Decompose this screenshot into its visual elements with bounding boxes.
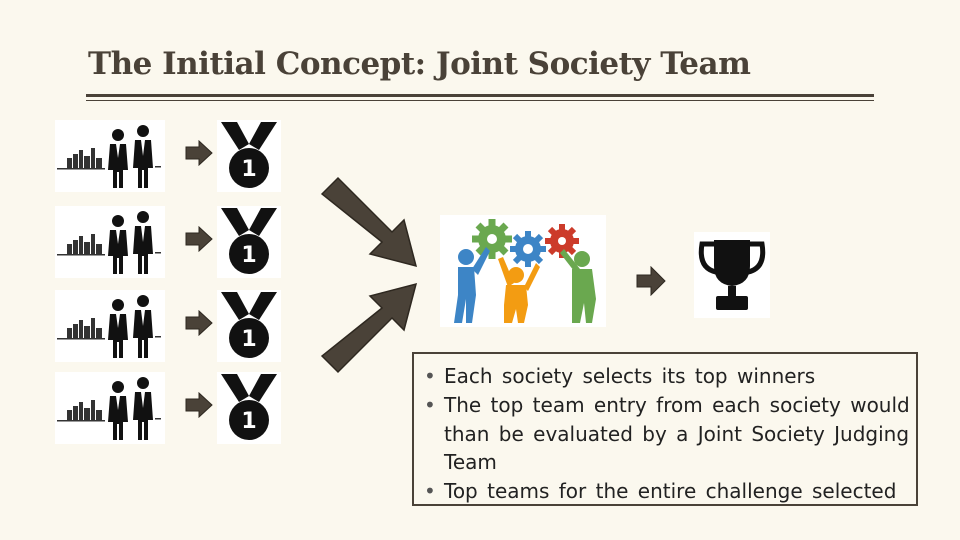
society-team-icon bbox=[55, 206, 165, 278]
arrow-right-icon bbox=[185, 392, 213, 418]
arrow-right-icon bbox=[185, 226, 213, 252]
society-row-3: 1 bbox=[55, 290, 285, 365]
big-arrow-up-right-icon bbox=[320, 282, 418, 374]
page-title: The Initial Concept: Joint Society Team bbox=[88, 46, 751, 82]
bullet-item: The top team entry from each society wou… bbox=[422, 391, 916, 477]
big-arrow-down-right-icon bbox=[320, 176, 418, 268]
arrow-right-icon bbox=[636, 266, 666, 296]
arrow-right-icon bbox=[185, 310, 213, 336]
bullet-item: Each society selects its top winners bbox=[422, 362, 916, 391]
arrow-right-icon bbox=[185, 140, 213, 166]
society-row-4: 1 bbox=[55, 372, 285, 447]
society-row-2: 1 bbox=[55, 206, 285, 281]
society-team-icon bbox=[55, 290, 165, 362]
trophy-icon bbox=[694, 232, 770, 318]
svg-text:1: 1 bbox=[241, 157, 256, 182]
bullet-item: Top teams for the entire challenge selec… bbox=[422, 477, 916, 506]
title-rule-thick bbox=[86, 94, 874, 97]
society-team-icon bbox=[55, 120, 165, 192]
society-row-1: 1 bbox=[55, 120, 285, 195]
first-place-medal-icon: 1 bbox=[217, 290, 281, 362]
description-box: Each society selects its top winners The… bbox=[412, 352, 918, 506]
svg-text:1: 1 bbox=[241, 327, 256, 352]
bullet-list: Each society selects its top winners The… bbox=[414, 354, 916, 506]
first-place-medal-icon: 1 bbox=[217, 206, 281, 278]
teamwork-gears-icon bbox=[440, 215, 606, 327]
first-place-medal-icon: 1 bbox=[217, 372, 281, 444]
society-team-icon bbox=[55, 372, 165, 444]
title-rule-thin bbox=[86, 100, 874, 101]
svg-text:1: 1 bbox=[241, 243, 256, 268]
first-place-medal-icon: 1 bbox=[217, 120, 281, 192]
svg-text:1: 1 bbox=[241, 409, 256, 434]
